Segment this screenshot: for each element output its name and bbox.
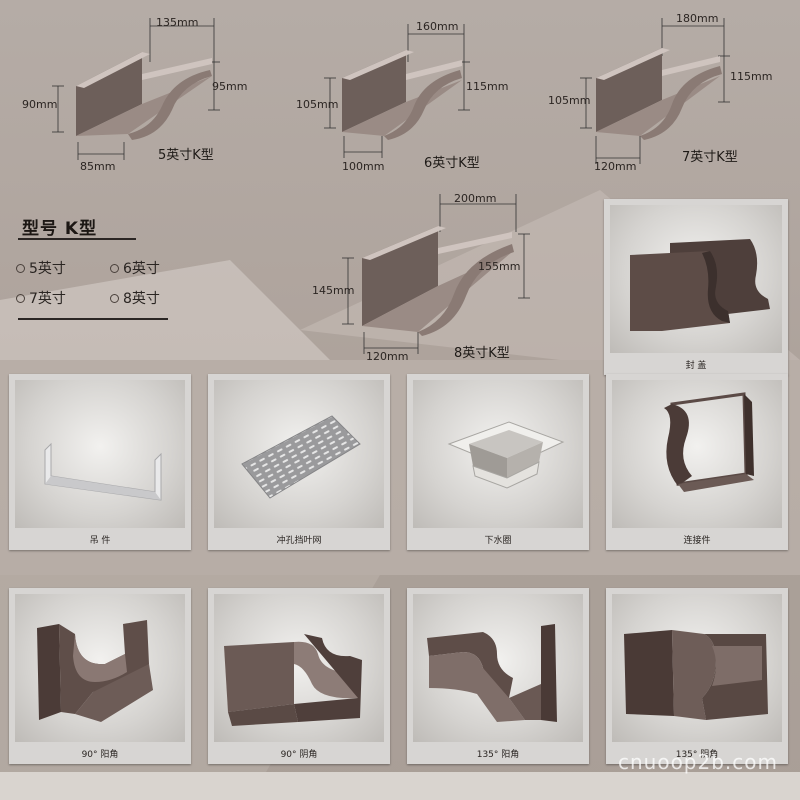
accessory-card-hanger: 吊 件	[9, 374, 191, 550]
legend-option-label: 6英寸	[123, 261, 160, 277]
gutter-8-inch-diagram	[342, 194, 530, 354]
drain-outlet-icon	[447, 421, 565, 489]
leaf-guard-image	[214, 380, 384, 528]
hanger-icon	[44, 442, 162, 501]
inner-corner-135-image	[612, 594, 782, 742]
accessory-card-end-cap: 封 盖	[604, 199, 788, 375]
radio-ring-icon	[16, 293, 25, 303]
legend-option-8: 8英寸	[110, 288, 160, 308]
hanger-image	[15, 380, 185, 528]
gutter-7-dim-bottom: 120mm	[594, 160, 637, 173]
model-legend-title: 型号 K型	[22, 219, 98, 239]
gutter-7-dim-left: 105mm	[548, 94, 591, 107]
accessory-label: 90° 阳角	[81, 750, 119, 760]
gutter-6-dim-left: 105mm	[296, 98, 339, 111]
watermark: cnuoop2b.com	[617, 750, 778, 774]
radio-ring-icon	[16, 263, 25, 273]
end-cap-image	[610, 205, 782, 353]
legend-option-label: 8英寸	[123, 291, 160, 307]
bottom-band	[0, 772, 800, 800]
gutter-6-dim-top: 160mm	[416, 20, 459, 33]
accessory-label: 135° 阳角	[476, 750, 520, 760]
outer-corner-90-image	[15, 594, 185, 742]
accessory-card-connector: 连接件	[606, 374, 788, 550]
gutter-7-caption: 7英寸K型	[682, 150, 738, 165]
gutter-5-dim-left: 90mm	[22, 98, 58, 111]
legend-option-label: 5英寸	[29, 261, 66, 277]
gutter-8-dim-left: 145mm	[312, 284, 355, 297]
accessory-card-leaf-guard: 冲孔挡叶网	[208, 374, 390, 550]
accessory-label: 连接件	[683, 536, 711, 546]
gutter-6-caption: 6英寸K型	[424, 156, 480, 171]
gutter-7-dim-right: 115mm	[730, 70, 773, 83]
accessory-card-inner-corner-135: 135° 阴角	[606, 588, 788, 764]
gutter-8-dim-top: 200mm	[454, 192, 497, 205]
gutter-7-inch-diagram	[580, 18, 730, 164]
drain-outlet-image	[413, 380, 583, 528]
accessory-label: 吊 件	[89, 536, 111, 546]
gutter-7-dim-top: 180mm	[676, 12, 719, 25]
inner-corner-90-icon	[224, 634, 362, 726]
accessory-card-inner-corner-90: 90° 阴角	[208, 588, 390, 764]
outer-corner-135-icon	[427, 624, 557, 722]
gutter-8-dim-bottom: 120mm	[366, 350, 409, 363]
legend-option-7: 7英寸	[16, 288, 66, 308]
outer-corner-135-image	[413, 594, 583, 742]
legend-option-label: 7英寸	[29, 291, 66, 307]
accessory-card-outer-corner-90: 90° 阳角	[9, 588, 191, 764]
connector-image	[612, 380, 782, 528]
gutter-6-dim-bottom: 100mm	[342, 160, 385, 173]
end-cap-icon	[630, 239, 770, 331]
leaf-guard-mesh-icon	[241, 415, 361, 499]
outer-corner-90-icon	[37, 620, 153, 722]
gutter-8-dim-right: 155mm	[478, 260, 521, 273]
accessory-label: 封 盖	[685, 361, 707, 371]
radio-ring-icon	[110, 293, 119, 303]
gutter-6-inch-diagram	[324, 24, 470, 158]
accessory-label: 90° 阴角	[280, 750, 318, 760]
accessory-card-outer-corner-135: 135° 阳角	[407, 588, 589, 764]
gutter-8-caption: 8英寸K型	[454, 346, 510, 361]
legend-option-5: 5英寸	[16, 258, 66, 278]
inner-corner-135-icon	[624, 630, 768, 720]
gutter-6-dim-right: 115mm	[466, 80, 509, 93]
gutter-5-dim-right: 95mm	[212, 80, 248, 93]
legend-option-6: 6英寸	[110, 258, 160, 278]
legend-divider-bottom	[18, 318, 168, 320]
radio-ring-icon	[110, 263, 119, 273]
gutter-5-inch-diagram	[52, 18, 220, 160]
accessory-label: 冲孔挡叶网	[276, 536, 322, 546]
gutter-5-dim-bottom: 85mm	[80, 160, 116, 173]
gutter-5-dim-top: 135mm	[156, 16, 199, 29]
accessory-card-drain-outlet: 下水圈	[407, 374, 589, 550]
gutter-5-caption: 5英寸K型	[158, 148, 214, 163]
accessory-label: 135° 阴角	[675, 750, 719, 760]
connector-icon	[664, 392, 754, 492]
accessory-label: 下水圈	[484, 536, 512, 546]
legend-divider-top	[18, 238, 136, 240]
inner-corner-90-image	[214, 594, 384, 742]
